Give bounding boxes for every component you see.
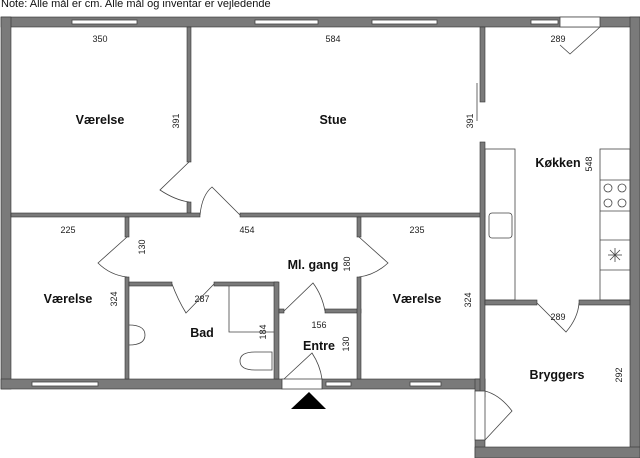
dim-label: 584: [325, 34, 340, 44]
dim-label: 235: [409, 225, 424, 235]
room-label: Værelse: [44, 292, 93, 306]
labels: 350 Værelse 391 584 Stue 391 289 Køkken …: [44, 34, 624, 383]
fan-icon: [608, 248, 622, 262]
kitchen-counter-right: [599, 148, 631, 301]
fixtures: [128, 148, 631, 409]
room-label: Entre: [303, 339, 335, 353]
stove-icon: [603, 183, 627, 208]
dim-label: 391: [171, 113, 181, 128]
room-label: Bad: [190, 326, 214, 340]
room-label: Værelse: [76, 113, 125, 127]
dim-label: 289: [550, 312, 565, 322]
sink-icon: [488, 212, 513, 239]
toilet-icon: [239, 351, 273, 371]
dim-label: 225: [60, 225, 75, 235]
dim-label: 130: [341, 336, 351, 351]
dim-label: 292: [614, 367, 624, 382]
dim-label: 391: [465, 113, 475, 128]
dim-label: 324: [463, 292, 473, 307]
dim-label: 180: [342, 256, 352, 271]
dim-label: 454: [239, 225, 254, 235]
walls: [0, 16, 640, 458]
room-label: Køkken: [535, 156, 580, 170]
dim-label: 350: [92, 34, 107, 44]
dim-label: 548: [584, 156, 594, 171]
washbasin-icon: [128, 324, 146, 346]
dim-label: 184: [258, 324, 268, 339]
dim-label: 289: [550, 34, 565, 44]
kitchen-counter-left: [484, 148, 516, 301]
dim-label: 287: [194, 294, 209, 304]
plan-note: Note: Alle mål er cm. Alle mål og invent…: [1, 0, 271, 10]
room-label: Bryggers: [530, 368, 585, 382]
doors: [97, 26, 601, 441]
shower-icon: [228, 286, 274, 333]
entrance-arrow-icon: [291, 392, 326, 409]
room-label: Værelse: [393, 292, 442, 306]
dim-label: 324: [109, 291, 119, 306]
dim-label: 130: [137, 239, 147, 254]
room-label: Stue: [319, 113, 346, 127]
room-label: Ml. gang: [288, 258, 339, 272]
dim-label: 156: [311, 320, 326, 330]
windows: [31, 16, 601, 441]
